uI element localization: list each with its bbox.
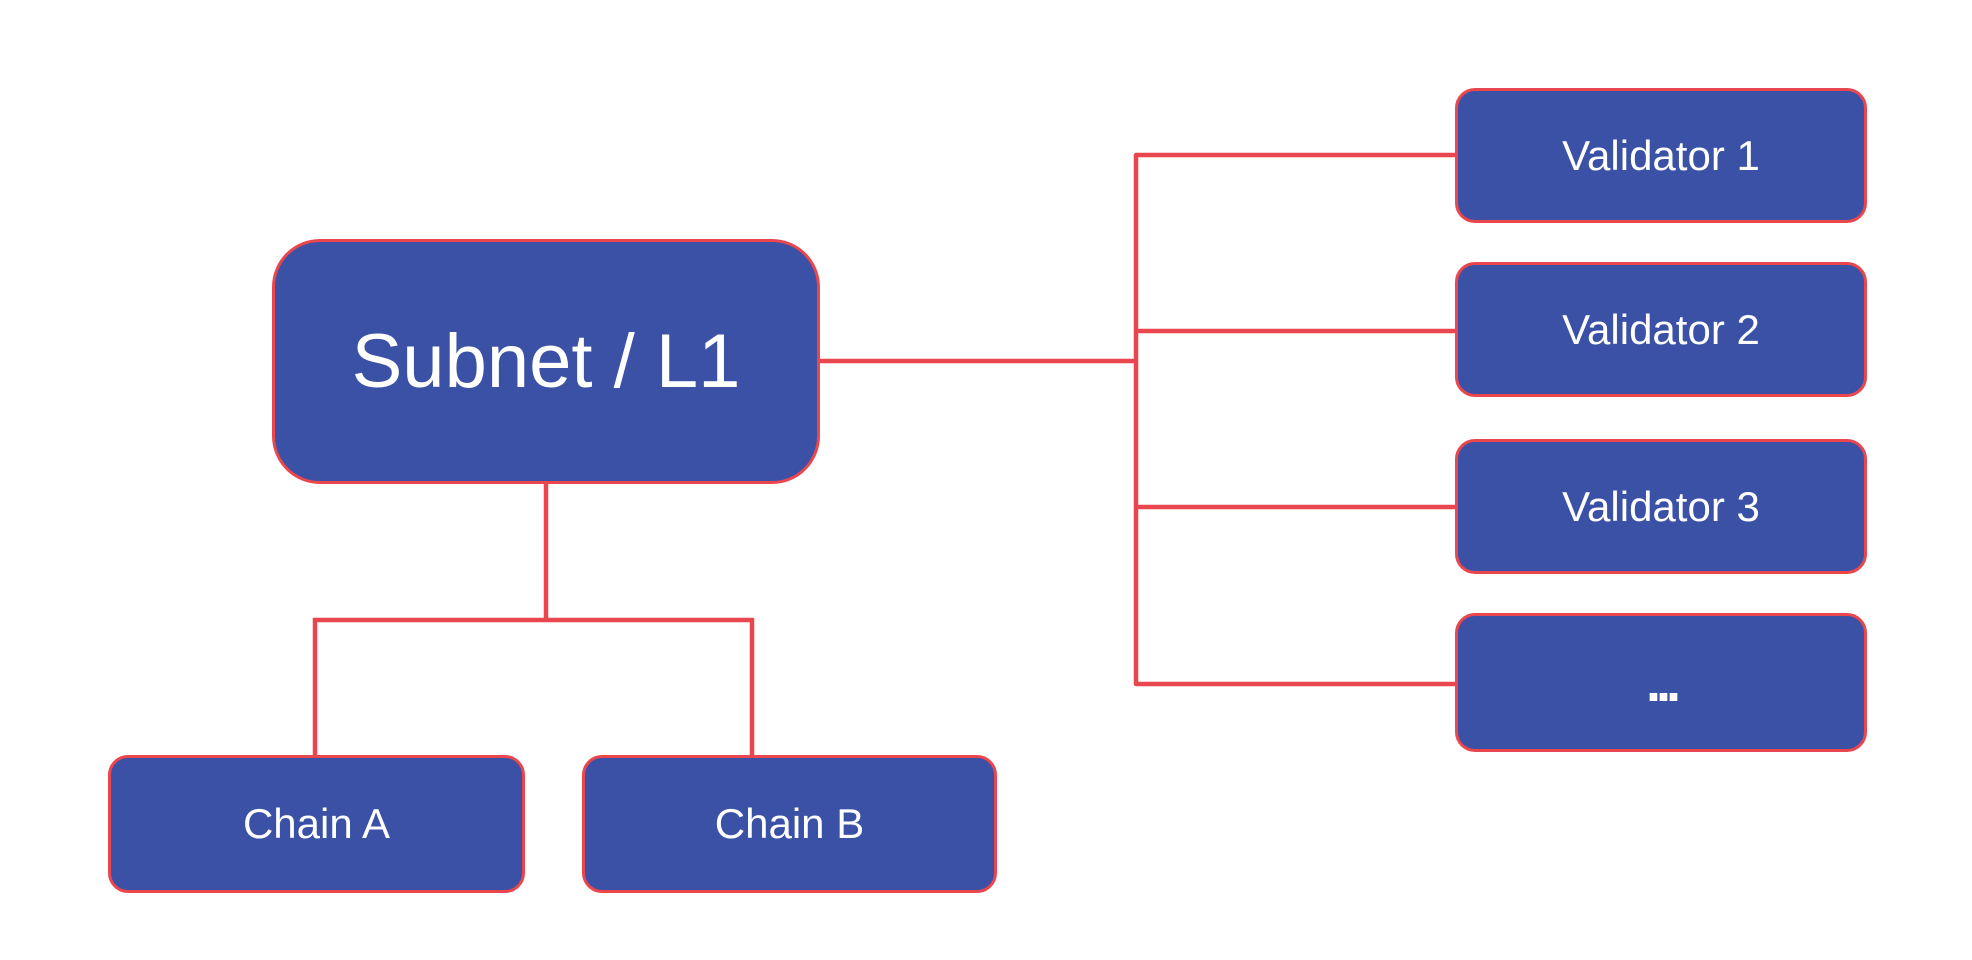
validator-1-node: Validator 1 — [1455, 88, 1867, 223]
subnet-l1-label: Subnet / L1 — [351, 319, 741, 404]
chain-a-node: Chain A — [108, 755, 525, 893]
validator-2-label: Validator 2 — [1562, 305, 1760, 353]
chain-b-label: Chain B — [714, 800, 865, 847]
chain-a-label: Chain A — [242, 800, 391, 847]
connector-chains-crossbar — [312, 617, 755, 755]
validator-more-node: ... — [1455, 613, 1867, 752]
validator-more-label: ... — [1645, 652, 1681, 713]
validator-1-label: Validator 1 — [1562, 131, 1760, 179]
chain-b-node: Chain B — [582, 755, 997, 893]
connector-validator-trunk — [1133, 152, 1455, 687]
validator-3-node: Validator 3 — [1455, 439, 1867, 574]
validator-3-label: Validator 3 — [1562, 482, 1760, 530]
validator-2-node: Validator 2 — [1455, 262, 1867, 397]
subnet-l1-node: Subnet / L1 — [272, 239, 820, 484]
